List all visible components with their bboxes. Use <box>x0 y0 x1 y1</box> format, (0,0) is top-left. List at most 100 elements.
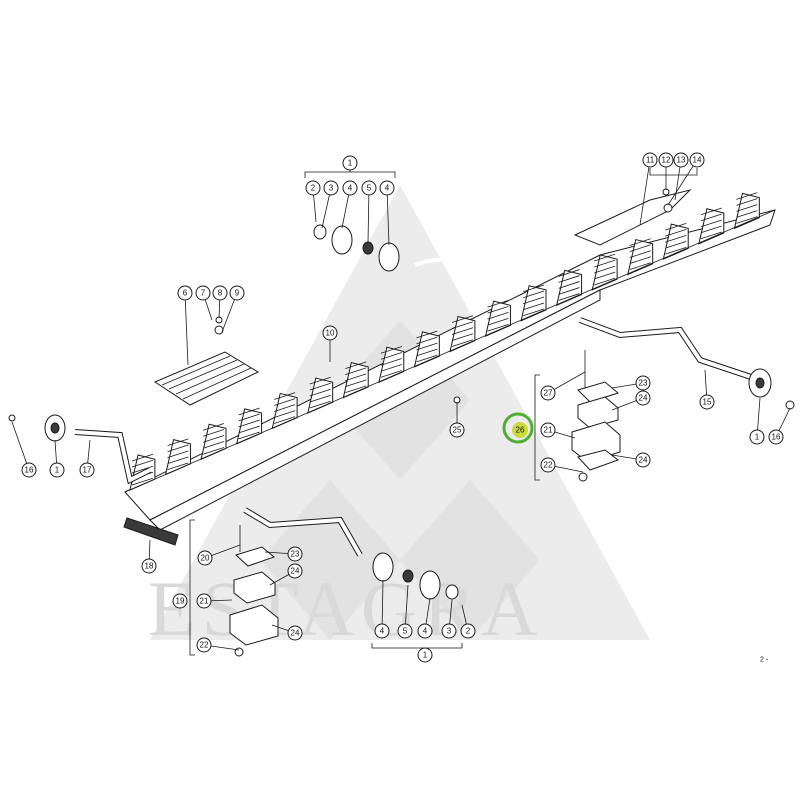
callout-c4-top-a[interactable]: 4 <box>342 180 358 196</box>
callout-circle <box>229 285 245 301</box>
grate-slat-3 <box>175 363 245 395</box>
callout-label: 5 <box>367 184 372 193</box>
callout-c18[interactable]: 18 <box>141 558 157 574</box>
bearing-cup-top <box>313 224 327 240</box>
walker-step-rib <box>345 385 367 394</box>
walker-step-rib <box>451 333 474 341</box>
nut-16-right <box>785 400 795 410</box>
walker-step-rib <box>629 256 651 264</box>
walker-step-rib <box>487 311 509 320</box>
bearing-hub-right <box>755 377 765 389</box>
callout-c25[interactable]: 25 <box>449 422 465 438</box>
walker-step-rib <box>274 398 296 406</box>
walker-step-rib <box>202 423 225 431</box>
callout-c14[interactable]: 14 <box>689 152 705 168</box>
walker-step-rib <box>416 354 438 363</box>
leader-c14 <box>667 159 698 206</box>
callout-c7[interactable]: 7 <box>195 285 211 301</box>
callout-c16-left[interactable]: 16 <box>21 462 37 478</box>
callout-c1-bottom[interactable]: 1 <box>417 647 433 663</box>
callout-c24-bottom-a[interactable]: 24 <box>287 563 303 579</box>
callout-c3-top[interactable]: 3 <box>323 180 339 196</box>
callout-c1-right[interactable]: 1 <box>749 429 765 445</box>
callout-c2-bottom[interactable]: 2 <box>460 623 476 639</box>
bearings <box>44 224 772 600</box>
callout-c24-right-a[interactable]: 24 <box>635 390 651 406</box>
callout-label: 1 <box>423 651 428 660</box>
callout-c23-right[interactable]: 23 <box>635 375 651 391</box>
callout-c21-right[interactable]: 21 <box>540 422 556 438</box>
callout-c8[interactable]: 8 <box>212 285 228 301</box>
callout-c4-bottom-a[interactable]: 4 <box>374 623 390 639</box>
callout-c16-right[interactable]: 16 <box>768 429 784 445</box>
callout-circle <box>323 180 339 196</box>
highlight-26[interactable]: 26 <box>502 412 534 444</box>
walker-step-rib <box>736 204 758 212</box>
callout-circle <box>673 152 689 168</box>
callout-c10[interactable]: 10 <box>322 325 338 341</box>
callout-c13[interactable]: 13 <box>673 152 689 168</box>
walker-side-lower <box>149 289 601 531</box>
walker-step-rib <box>487 317 509 326</box>
callout-c24-bottom-b[interactable]: 24 <box>287 625 303 641</box>
callout-c22-bottom[interactable]: 22 <box>196 637 212 653</box>
callout-circle <box>196 593 212 609</box>
callout-label: 24 <box>639 456 648 465</box>
callout-c3-bottom[interactable]: 3 <box>441 623 457 639</box>
walker-step-rib <box>416 330 438 339</box>
callout-c1-left[interactable]: 1 <box>49 462 65 478</box>
callout-c19[interactable]: 19 <box>172 593 188 609</box>
callout-c11[interactable]: 11 <box>642 152 658 168</box>
callout-circle <box>417 623 433 639</box>
callout-c27[interactable]: 27 <box>540 385 556 401</box>
callout-circle <box>658 152 674 168</box>
crankshaft-top-inner <box>414 257 497 301</box>
callout-c2-top[interactable]: 2 <box>305 180 321 196</box>
walker-step-rib <box>345 367 367 376</box>
callout-c17[interactable]: 17 <box>79 462 95 478</box>
walker-step-rib <box>558 269 580 277</box>
callout-circle <box>322 325 338 341</box>
callout-c22-right[interactable]: 22 <box>540 457 556 473</box>
callout-label: 19 <box>176 597 185 606</box>
callout-c6[interactable]: 6 <box>177 285 193 301</box>
callout-c21-bottom[interactable]: 21 <box>196 593 212 609</box>
callout-26-label: 26 <box>516 426 525 435</box>
callout-c1-top[interactable]: 1 <box>342 155 358 171</box>
walker-step-rib <box>131 459 154 468</box>
walker-step-rib <box>665 229 687 237</box>
callout-c15[interactable]: 15 <box>699 394 715 410</box>
crankshaft-right-inner <box>579 318 761 382</box>
grate-slat-1 <box>161 355 231 386</box>
walker-step-rib <box>167 450 189 458</box>
callout-c24-right-b[interactable]: 24 <box>635 452 651 468</box>
callout-label: 7 <box>201 289 206 298</box>
callout-c20[interactable]: 20 <box>197 550 213 566</box>
callout-circle <box>177 285 193 301</box>
callout-label: 27 <box>544 389 553 398</box>
callout-c5-bottom[interactable]: 5 <box>397 623 413 639</box>
walker-step-rib <box>131 465 154 474</box>
walker-step-rib <box>238 431 260 440</box>
callout-circle <box>195 285 211 301</box>
walker-step-rib <box>380 358 402 366</box>
washer-9 <box>214 325 224 335</box>
walker-step-rib <box>167 438 189 446</box>
grate-slat-4 <box>182 367 252 400</box>
callout-circle <box>196 637 212 653</box>
callout-c12[interactable]: 12 <box>658 152 674 168</box>
callout-c5-top[interactable]: 5 <box>361 180 377 196</box>
walker-step-rib <box>309 400 331 409</box>
callout-label: 4 <box>348 184 353 193</box>
callout-c4-bottom-b[interactable]: 4 <box>417 623 433 639</box>
callout-c4-top-b[interactable]: 4 <box>379 180 395 196</box>
walker-step-rib <box>487 323 509 332</box>
callout-label: 23 <box>291 550 300 559</box>
leader-c11 <box>639 159 651 226</box>
callout-c23-bottom[interactable]: 23 <box>287 546 303 562</box>
callout-circle <box>374 623 390 639</box>
walker-step-rib <box>345 361 367 370</box>
walker-step-rib <box>594 271 616 280</box>
callout-c9[interactable]: 9 <box>229 285 245 301</box>
